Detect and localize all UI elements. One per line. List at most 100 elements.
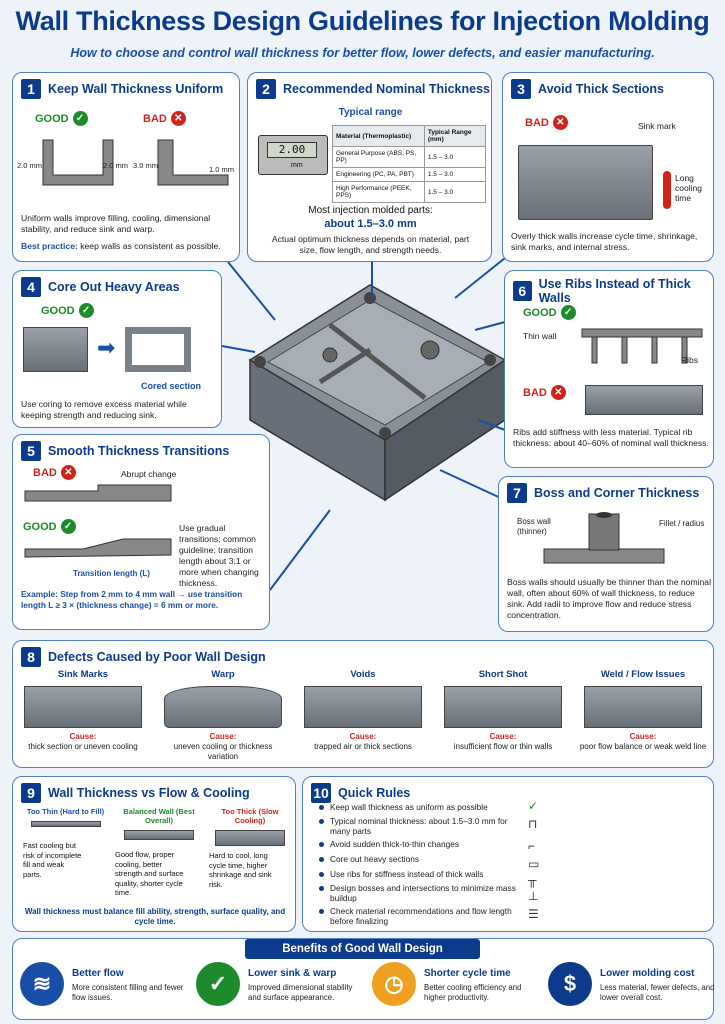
section-text: Ribs add stiffness with less material. T… — [513, 427, 709, 448]
step-icon: ⌐ — [528, 839, 536, 853]
range-title: Typical range — [338, 107, 403, 118]
benefit-item: $ Lower molding cost Less material, fewe… — [548, 958, 720, 1018]
section-number: 6 — [513, 281, 532, 301]
check-icon: ✓ — [78, 303, 94, 318]
balanced-wall-sample — [124, 830, 194, 840]
fillet-label: Fillet / radius — [659, 519, 705, 528]
table-header: Material (Thermoplastic) — [332, 125, 425, 147]
nonuniform-wall-diagram — [157, 139, 229, 186]
abrupt-label: Abrupt change — [121, 469, 177, 479]
wind-icon: ≋ — [20, 962, 64, 1006]
rule-item: Keep wall thickness as uniform as possib… — [319, 802, 519, 813]
clock-icon: ◷ — [372, 962, 416, 1006]
defect-item: Warp Cause:uneven cooling or thickness v… — [158, 669, 288, 762]
defect-image — [444, 686, 562, 728]
defect-item: Sink Marks Cause:thick section or uneven… — [18, 669, 148, 752]
section-number: 9 — [21, 783, 41, 803]
section-title: Recommended Nominal Thickness — [283, 82, 491, 96]
dim-label: 2.0 mm — [103, 161, 129, 170]
caliper-value: 2.00 — [267, 142, 317, 158]
rib-icon: ╥ — [528, 873, 537, 887]
benefits-title: Benefits of Good Wall Design — [245, 939, 480, 959]
flow-column: Too Thick (Slow Cooling) Hard to cool, l… — [209, 807, 291, 889]
bad-label: BAD✕ — [143, 111, 186, 126]
caliper-icon: 2.00 mm — [258, 135, 328, 175]
gradual-step-diagram — [24, 538, 172, 558]
thick-wall-block — [585, 385, 703, 415]
page-subtitle: How to choose and control wall thickness… — [70, 46, 655, 60]
ribs-label: Ribs — [681, 355, 699, 365]
flow-column: Too Thin (Hard to Fill) Fast cooling but… — [23, 807, 105, 879]
rule-item: Core out heavy sections — [319, 854, 519, 865]
thin-wall-sample — [30, 821, 101, 827]
rule-item: Design bosses and intersections to minim… — [319, 883, 519, 903]
check-icon: ✓ — [60, 519, 76, 534]
benefit-item: ✓ Lower sink & warp Improved dimensional… — [196, 958, 368, 1018]
section-text: Boss walls should usually be thinner tha… — [507, 577, 711, 620]
section-title: Wall Thickness vs Flow & Cooling — [48, 786, 250, 800]
boss-wall-label: Boss wall (thinner) — [517, 517, 551, 536]
section-number: 7 — [507, 483, 527, 503]
boss-icon: ⊥ — [528, 889, 539, 903]
defect-image — [584, 686, 702, 728]
cross-icon: ✕ — [60, 465, 76, 480]
section-number: 4 — [21, 277, 41, 297]
dim-label: 2.0 mm — [17, 161, 43, 170]
flow-column: Balanced Wall (Best Overall) Good flow, … — [115, 807, 195, 897]
rule-item: Use ribs for stiffness instead of thick … — [319, 869, 519, 880]
good-label: GOOD✓ — [35, 111, 88, 126]
good-label: GOOD✓ — [23, 519, 76, 534]
section-title: Smooth Thickness Transitions — [48, 444, 230, 458]
section-number: 1 — [21, 79, 41, 99]
section-number: 2 — [256, 79, 276, 99]
table-row: General Purpose (ABS, PS, PP)1.5 – 3.0 — [332, 146, 487, 168]
defect-item: Weld / Flow Issues Cause:poor flow balan… — [579, 669, 707, 751]
transition-length-label: Transition length (L) — [73, 569, 150, 578]
table-row: High Performance (PEEK, PPS)1.5 – 3.0 — [332, 181, 487, 203]
section-number: 10 — [311, 783, 331, 803]
thick-wall-sample — [215, 830, 285, 846]
clipboard-icon: ☰ — [528, 907, 539, 921]
rule-item: Avoid sudden thick-to-thin changes — [319, 839, 519, 850]
cooling-label: Long cooling time — [675, 173, 702, 203]
section-title: Boss and Corner Thickness — [534, 486, 700, 500]
abrupt-step-diagram — [24, 484, 172, 502]
table-header: Typical Range (mm) — [423, 125, 487, 147]
boss-diagram — [543, 512, 665, 564]
section-text: Use coring to remove excess material whi… — [21, 399, 187, 420]
right-arrow-icon: ➡ — [97, 335, 116, 360]
sink-mark-label: Sink mark — [638, 121, 676, 131]
defect-item: Short Shot Cause:insufficient flow or th… — [438, 669, 568, 752]
cross-icon: ✕ — [550, 385, 566, 400]
thickness-table: Material (Thermoplastic)Typical Range (m… — [332, 125, 487, 203]
check-icon: ✓ — [528, 799, 539, 813]
section-number: 8 — [21, 647, 41, 667]
box-icon: ▭ — [528, 857, 540, 871]
check-icon: ✓ — [560, 305, 576, 320]
defect-image — [164, 686, 282, 728]
section-number: 5 — [21, 441, 41, 461]
ribbed-wall-diagram — [581, 328, 703, 364]
bad-label: BAD✕ — [523, 385, 566, 400]
check-icon: ✓ — [72, 111, 88, 126]
caliper-unit: mm — [291, 162, 303, 169]
dollar-icon: $ — [548, 962, 592, 1006]
cored-block — [125, 327, 191, 372]
dim-label: 3.0 mm — [133, 161, 159, 170]
section-text: Use gradual transitions; common guidelin… — [179, 523, 259, 588]
section-number: 3 — [511, 79, 531, 99]
benefit-item: ≋ Better flow More consistent filling an… — [20, 958, 192, 1018]
cored-label: Cored section — [141, 381, 202, 391]
best-practice: Best practice: keep walls as consistent … — [21, 241, 221, 251]
molded-part-illustration — [248, 284, 507, 502]
dim-label: 1.0 mm — [209, 165, 235, 174]
section-text: Actual optimum thickness depends on mate… — [271, 234, 470, 255]
section-title: Quick Rules — [338, 786, 411, 800]
section-title: Core Out Heavy Areas — [48, 280, 180, 294]
rule-item: Check material recommendations and flow … — [319, 906, 519, 926]
solid-block — [23, 327, 88, 372]
cross-icon: ✕ — [170, 111, 186, 126]
